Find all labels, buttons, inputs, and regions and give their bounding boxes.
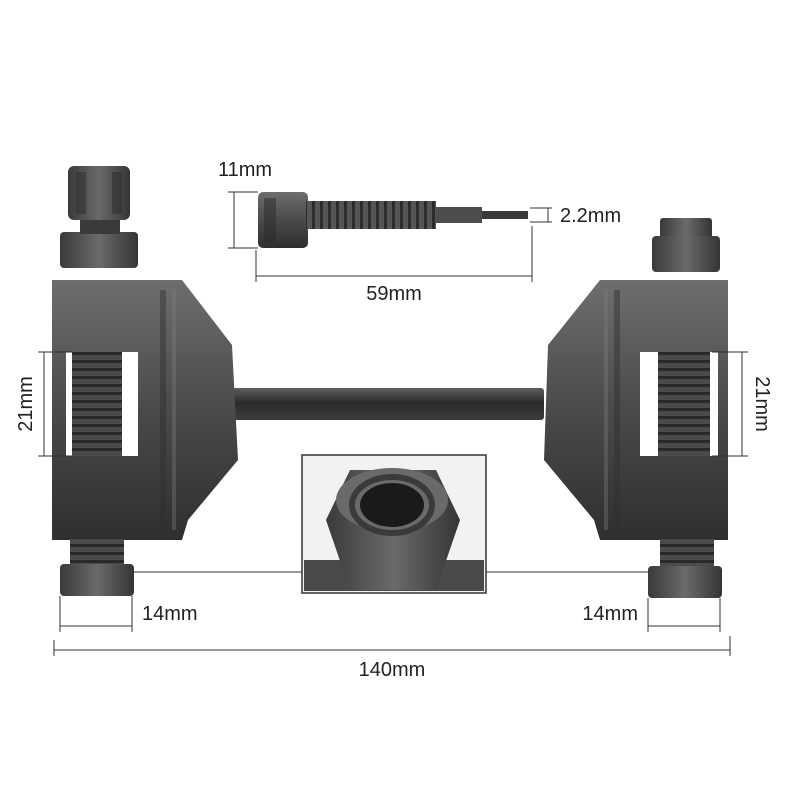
right-bottom-hex-nut xyxy=(648,566,722,598)
extractor-pin xyxy=(258,192,528,248)
right-threaded-screw xyxy=(658,352,710,456)
nut-detail-inset xyxy=(301,454,487,594)
left-bottom-thread xyxy=(70,538,124,566)
right-top-small-nut xyxy=(660,218,712,238)
inset-nut-bore xyxy=(360,483,424,527)
pin-tip xyxy=(482,211,528,219)
right-clamp xyxy=(544,218,728,598)
pin-threaded-shaft xyxy=(306,201,436,229)
right-top-hex-nut xyxy=(652,236,720,272)
dimension-lines xyxy=(38,191,748,656)
left-clamp xyxy=(52,166,238,596)
left-gap-label: 21mm xyxy=(15,376,37,432)
right-clamp-body xyxy=(544,280,728,540)
overall-length-label: 140mm xyxy=(359,659,426,681)
right-gap-label: 21mm xyxy=(751,376,773,432)
left-nut-label: 14mm xyxy=(142,603,198,625)
left-top-hex-nut xyxy=(60,232,138,268)
pin-tip-label: 2.2mm xyxy=(560,205,621,227)
pin-head-label: 11mm xyxy=(218,159,272,181)
left-threaded-screw xyxy=(72,352,122,456)
pin-smooth-shaft xyxy=(436,207,482,223)
pin-length-label: 59mm xyxy=(366,283,422,305)
left-bottom-hex-nut xyxy=(60,564,134,596)
left-clamp-body xyxy=(52,280,238,540)
right-bottom-thread xyxy=(660,538,714,568)
right-nut-label: 14mm xyxy=(582,603,638,625)
connecting-rod xyxy=(232,388,544,420)
